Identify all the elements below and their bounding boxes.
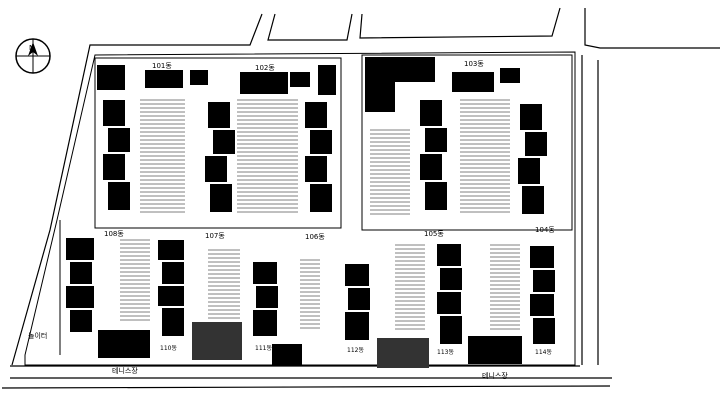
compass-north-label: N	[29, 44, 35, 52]
building-103	[452, 68, 520, 92]
label-101: 101동	[152, 62, 172, 70]
dark-square-mid	[272, 344, 302, 366]
label-105: 105동	[424, 230, 444, 238]
dark-block-top	[365, 57, 435, 112]
label-110: 110동	[160, 345, 177, 352]
site-boundary	[24, 51, 576, 366]
building-114	[530, 246, 555, 344]
label-112: 112동	[347, 347, 364, 354]
label-103: 103동	[464, 60, 484, 68]
building-113	[437, 244, 462, 344]
building-104	[518, 104, 547, 214]
tennis-left-label: 테니스장	[112, 367, 138, 375]
label-102: 102동	[255, 64, 275, 72]
road-lines	[1, 7, 720, 389]
building-112	[345, 264, 370, 340]
parking-stripes	[120, 99, 520, 330]
building-111	[253, 262, 278, 336]
tennis-court-right	[468, 336, 522, 364]
label-106: 106동	[305, 233, 325, 241]
building-107	[205, 102, 235, 212]
building-109	[66, 238, 94, 332]
building-101	[97, 65, 208, 90]
building-106	[305, 102, 332, 212]
textured-court-a	[192, 322, 242, 360]
building-105	[420, 100, 447, 210]
textured-court-b	[377, 338, 429, 368]
label-108: 108동	[104, 230, 124, 238]
tennis-court-left	[98, 330, 150, 358]
label-111: 111동	[255, 345, 272, 352]
label-114: 114동	[535, 349, 552, 356]
label-107: 107동	[205, 232, 225, 240]
tennis-right-label: 테니스장	[482, 372, 508, 380]
building-108	[103, 100, 130, 210]
label-104: 104동	[535, 226, 555, 234]
label-113: 113동	[437, 349, 454, 356]
compass-rose	[15, 38, 51, 74]
playground-label: 놀이터	[28, 332, 48, 340]
building-102	[240, 65, 336, 95]
building-110	[158, 240, 184, 336]
